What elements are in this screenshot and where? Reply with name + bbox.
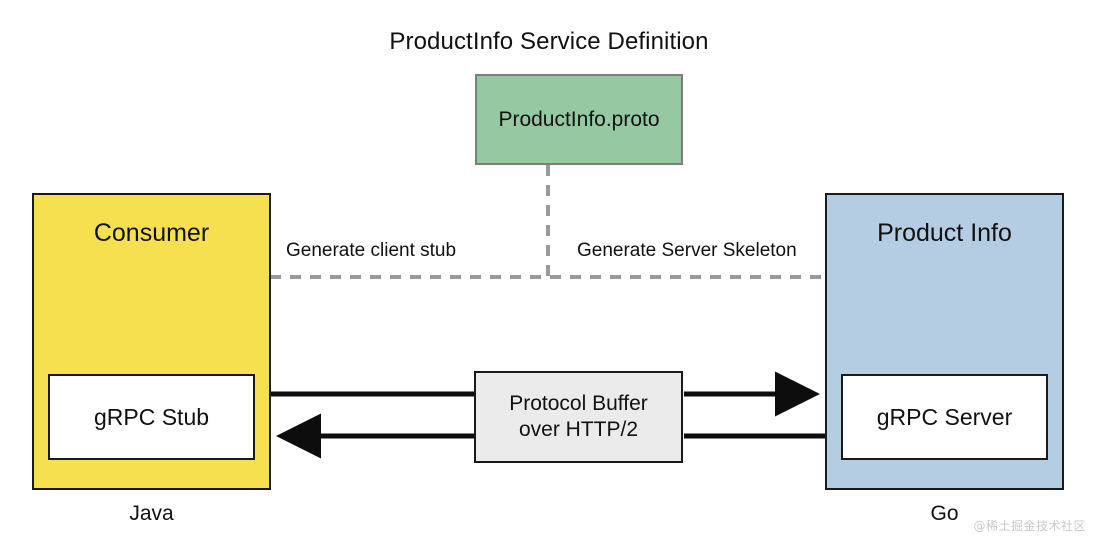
transport-label-line1: Protocol Buffer	[509, 392, 648, 416]
generate-client-stub-label: Generate client stub	[286, 240, 457, 261]
provider-language-label: Go	[930, 502, 959, 525]
consumer-language-label: Java	[129, 502, 174, 525]
proto-file-label: ProductInfo.proto	[498, 107, 660, 131]
proto-file-box[interactable]: ProductInfo.proto	[475, 74, 683, 165]
page-title: ProductInfo Service Definition	[389, 28, 709, 55]
grpc-stub-label: gRPC Stub	[93, 403, 210, 430]
watermark: @稀土掘金技术社区	[973, 519, 1086, 533]
transport-box[interactable]: Protocol Buffer over HTTP/2	[474, 371, 683, 463]
consumer-title: Consumer	[93, 219, 210, 247]
transport-label-line2: over HTTP/2	[518, 418, 639, 441]
grpc-server-label: gRPC Server	[876, 403, 1013, 430]
grpc-stub-box[interactable]: gRPC Stub	[48, 374, 255, 460]
product-info-title: Product Info	[877, 219, 1012, 247]
grpc-server-box[interactable]: gRPC Server	[841, 374, 1048, 460]
generate-server-skeleton-label: Generate Server Skeleton	[577, 240, 797, 261]
